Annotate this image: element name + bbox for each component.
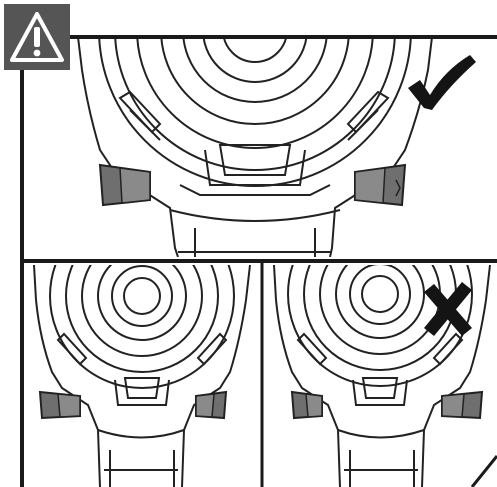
panel-correct [77,37,433,257]
panel-incorrect-right [273,265,491,487]
panel-frames [20,35,497,487]
panel-top-buttons [98,163,407,207]
cross-icon [424,282,472,336]
panel-incorrect-left [33,265,251,487]
warning-triangle-icon [4,4,70,70]
checkmark-icon [408,55,476,110]
panel-right-buttons [290,390,484,420]
panel-left-buttons [38,390,228,420]
